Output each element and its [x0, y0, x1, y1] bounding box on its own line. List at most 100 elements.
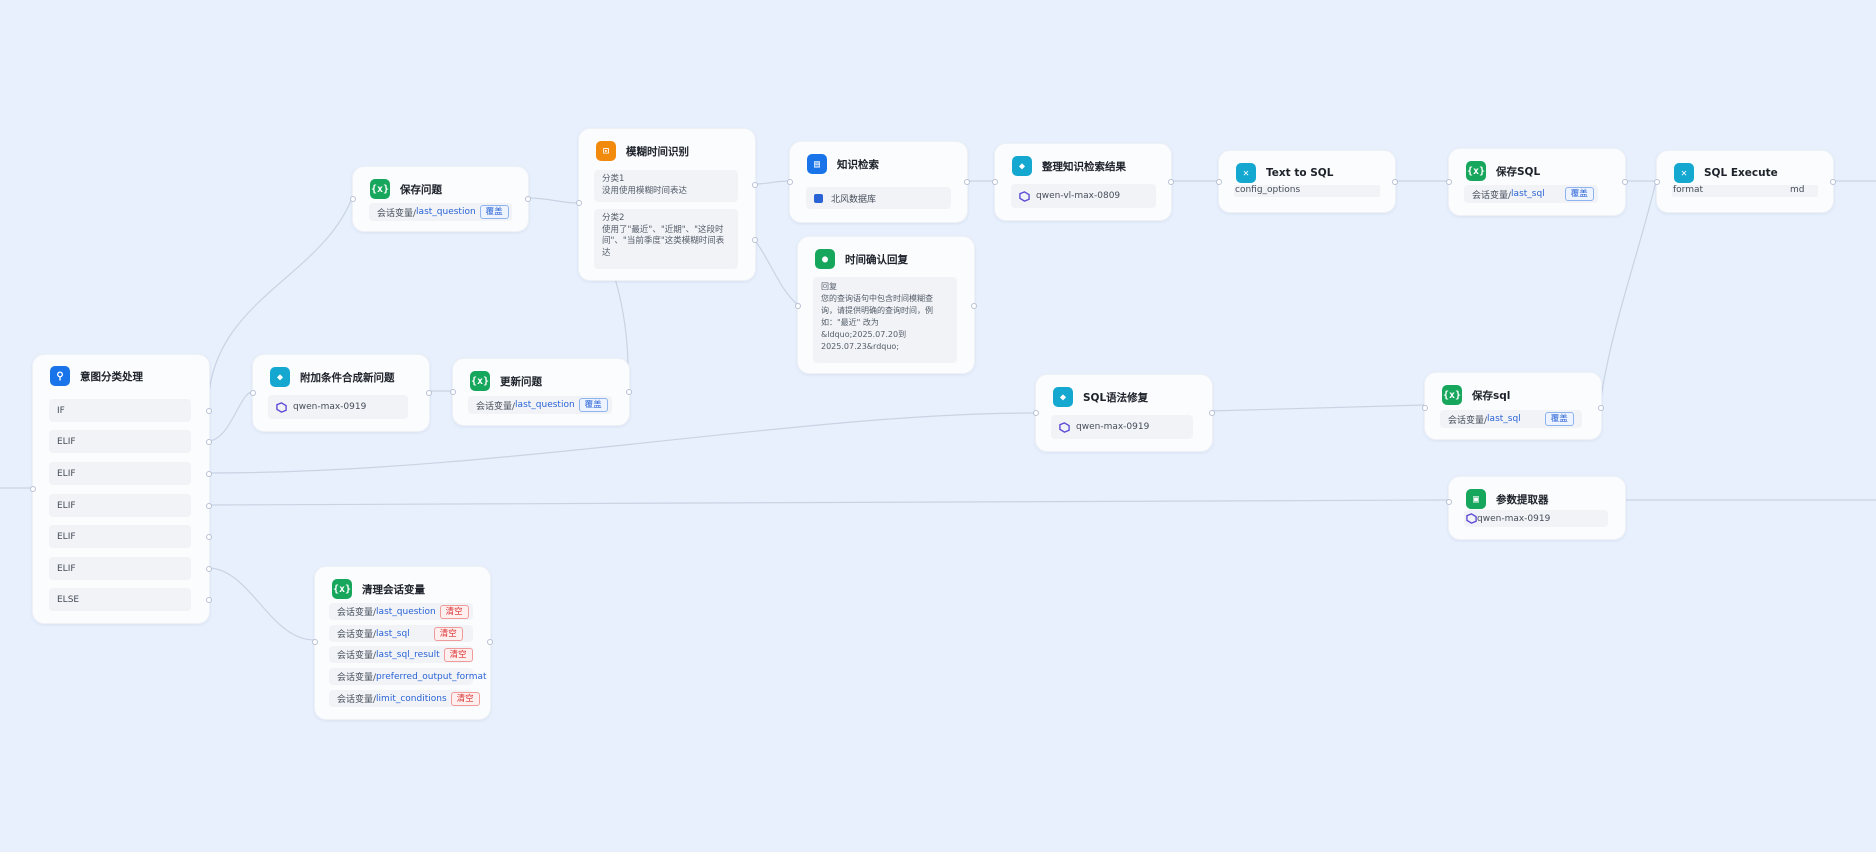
input-port[interactable]: [1033, 410, 1039, 416]
question-classifier-icon: ⊡: [596, 141, 616, 161]
output-port[interactable]: [626, 389, 632, 395]
output-port[interactable]: [1168, 179, 1174, 185]
text-to-sql-node[interactable]: ✕Text to SQL config_options: [1216, 150, 1398, 213]
clear-badge: 清空: [443, 647, 473, 662]
input-port[interactable]: [1446, 179, 1452, 185]
model-row: qwen-max-0919: [268, 395, 408, 419]
elif-3-port[interactable]: [206, 503, 212, 509]
output-port[interactable]: [1830, 179, 1836, 185]
clear-badge: 清空: [450, 691, 480, 706]
output-port[interactable]: [487, 639, 493, 645]
parameter-extractor-node[interactable]: ▣ 参数提取器 qwen-max-0919: [1446, 476, 1626, 540]
time-confirm-reply-node[interactable]: ● 时间确认回复 回复 您的查询语句中包含时间模糊查 询，请提供明确的查询时间，例…: [795, 236, 977, 374]
node-title: 保存问题: [400, 183, 442, 196]
elif-5-port[interactable]: [206, 566, 212, 572]
class-2-port[interactable]: [752, 237, 758, 243]
input-port[interactable]: [1422, 405, 1428, 411]
input-port[interactable]: [250, 390, 256, 396]
node-title: 模糊时间识别: [626, 145, 689, 158]
output-port[interactable]: [1598, 405, 1604, 411]
input-port[interactable]: [1654, 179, 1660, 185]
input-port[interactable]: [576, 200, 582, 206]
extractor-icon: ▣: [1466, 489, 1486, 509]
branch-else: ELSE: [49, 588, 191, 611]
tool-icon: ✕: [1674, 163, 1694, 183]
sql-syntax-fix-node[interactable]: ◆SQL语法修复 qwen-max-0919: [1033, 374, 1215, 452]
input-port[interactable]: [450, 389, 456, 395]
branch-elif-3: ELIF: [49, 494, 191, 517]
sql-execute-node[interactable]: ✕SQL Execute format md: [1654, 150, 1836, 213]
if-port[interactable]: [206, 408, 212, 414]
input-port[interactable]: [30, 486, 36, 492]
overwrite-badge: 覆盖: [1544, 412, 1574, 426]
output-port[interactable]: [426, 390, 432, 396]
qwen-model-icon: [1059, 421, 1070, 433]
input-port[interactable]: [795, 303, 801, 309]
node-title: 更新问题: [500, 375, 542, 388]
input-port[interactable]: [787, 179, 793, 185]
elif-1-port[interactable]: [206, 439, 212, 445]
variable-icon: {x}: [332, 579, 352, 599]
database-icon: [814, 193, 823, 203]
clear-badge: 清空: [439, 604, 469, 619]
output-port[interactable]: [1392, 179, 1398, 185]
input-port[interactable]: [992, 179, 998, 185]
model-row: qwen-vl-max-0809: [1011, 184, 1156, 208]
input-port[interactable]: [1446, 499, 1452, 505]
node-title: 保存SQL: [1496, 165, 1541, 178]
cube-icon: ◆: [270, 367, 290, 387]
branch-elif-5: ELIF: [49, 557, 191, 580]
book-icon: ▤: [807, 154, 827, 174]
tool-icon: ✕: [1236, 163, 1256, 183]
node-title: 意图分类处理: [80, 370, 143, 383]
fuzzy-time-recognition-node[interactable]: ⊡模糊时间识别 分类1 没用使用模糊时间表达 分类2 使用了"最近"、"近期"、…: [576, 128, 758, 281]
node-title: 时间确认回复: [845, 253, 908, 266]
clear-badge: 清空: [433, 626, 463, 641]
overwrite-badge: 覆盖: [479, 205, 509, 219]
overwrite-badge: 覆盖: [578, 398, 608, 412]
param-value: md: [1790, 185, 1805, 195]
qwen-model-icon: [1466, 513, 1477, 524]
input-port[interactable]: [1216, 179, 1222, 185]
append-conditions-node[interactable]: ◆ 附加条件合成新问题 qwen-max-0919: [250, 354, 432, 432]
output-port[interactable]: [964, 179, 970, 185]
reply-text-box: 回复 您的查询语句中包含时间模糊查 询，请提供明确的查询时间，例 如："最近" …: [813, 277, 957, 363]
reply-icon: ●: [815, 249, 835, 269]
knowledge-base-row: 北风数据库: [806, 187, 951, 209]
node-title: 附加条件合成新问题: [300, 371, 395, 384]
else-port[interactable]: [206, 597, 212, 603]
elif-2-port[interactable]: [206, 471, 212, 477]
output-port[interactable]: [1209, 410, 1215, 416]
node-title: 保存sql: [1472, 389, 1511, 402]
overwrite-badge: 覆盖: [1564, 187, 1594, 201]
model-row: qwen-max-0919: [1464, 510, 1608, 527]
node-title: 清理会话变量: [362, 583, 425, 596]
intent-classification-node[interactable]: ⚲意图分类处理 IF ELIF ELIF ELIF ELIF ELIF ELSE: [30, 354, 212, 624]
organize-results-node[interactable]: ◆整理知识检索结果 qwen-vl-max-0809: [992, 143, 1174, 221]
output-port[interactable]: [525, 196, 531, 202]
branch-elif-4: ELIF: [49, 525, 191, 548]
class-1-port[interactable]: [752, 182, 758, 188]
node-title: Text to SQL: [1266, 167, 1334, 179]
variable-icon: {x}: [1466, 161, 1486, 181]
param-key: format: [1673, 185, 1704, 195]
output-port[interactable]: [971, 303, 977, 309]
branch-elif-1: ELIF: [49, 430, 191, 453]
elif-4-port[interactable]: [206, 534, 212, 540]
knowledge-search-node[interactable]: ▤知识检索 北风数据库: [787, 141, 970, 223]
input-port[interactable]: [350, 196, 356, 202]
output-port[interactable]: [1622, 179, 1628, 185]
node-title: 参数提取器: [1496, 493, 1549, 506]
input-port[interactable]: [312, 639, 318, 645]
